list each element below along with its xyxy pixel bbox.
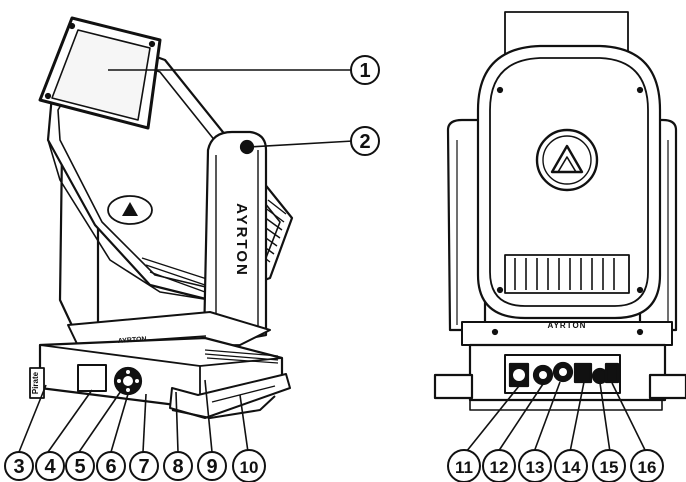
- callout-15-circle: [592, 449, 626, 482]
- callout-6-circle: [96, 451, 126, 481]
- ethernet-connector: [573, 362, 593, 384]
- callout-4-circle: [35, 451, 65, 481]
- callout-2: 2: [359, 131, 370, 153]
- callout-11-circle: [447, 449, 481, 482]
- base-handle: [169, 373, 291, 419]
- callout-10-circle: [232, 449, 266, 482]
- rear-logo: [535, 128, 599, 192]
- callout-3-circle: [4, 451, 34, 481]
- dmx-out-connector: [552, 361, 574, 383]
- callout-15: 15: [600, 458, 619, 477]
- callout-7: 7: [138, 456, 149, 478]
- callout-12: 12: [490, 458, 509, 477]
- callout-14-circle: [554, 449, 588, 482]
- callout-10: 10: [240, 458, 259, 477]
- power-in-connector: [508, 362, 530, 388]
- callout-9-circle: [197, 451, 227, 481]
- head-logo: [107, 195, 153, 225]
- front-view-fixture: [29, 16, 294, 419]
- callout-13: 13: [526, 458, 545, 477]
- callout-1-circle: [350, 55, 380, 85]
- callout-16-circle: [630, 449, 664, 482]
- lcd-display: [77, 364, 107, 392]
- control-buttons: [113, 366, 143, 396]
- callout-1: 1: [359, 60, 370, 82]
- arm-brand-label: AYRTON: [233, 203, 250, 277]
- side-panel-label: Pirate: [31, 371, 40, 394]
- yoke-arm-front: [202, 130, 268, 347]
- callout-4: 4: [44, 456, 56, 478]
- callout-7-circle: [129, 451, 159, 481]
- callout-13-circle: [518, 449, 552, 482]
- base-brand-label-rear: AYRTON: [548, 321, 587, 330]
- callouts: [4, 55, 664, 482]
- callout-5: 5: [74, 456, 85, 478]
- rear-heatsink-fins: [504, 254, 630, 294]
- callout-3: 3: [13, 456, 24, 478]
- rear-view-fixture: [433, 11, 686, 411]
- callout-9: 9: [206, 456, 217, 478]
- callout-12-circle: [482, 449, 516, 482]
- callout-8-circle: [163, 451, 193, 481]
- callout-11: 11: [455, 458, 473, 477]
- callout-16: 16: [638, 458, 657, 477]
- dmx-in-connector: [532, 364, 554, 386]
- callout-14: 14: [562, 458, 581, 477]
- base-brand-label-front: AYRTON: [118, 336, 147, 345]
- front-lens: [51, 29, 151, 121]
- callout-5-circle: [65, 451, 95, 481]
- callout-8: 8: [172, 456, 183, 478]
- leader-lines: [18, 69, 647, 453]
- callout-6: 6: [105, 456, 116, 478]
- callout-2-circle: [350, 126, 380, 156]
- power-out-connector: [604, 362, 620, 384]
